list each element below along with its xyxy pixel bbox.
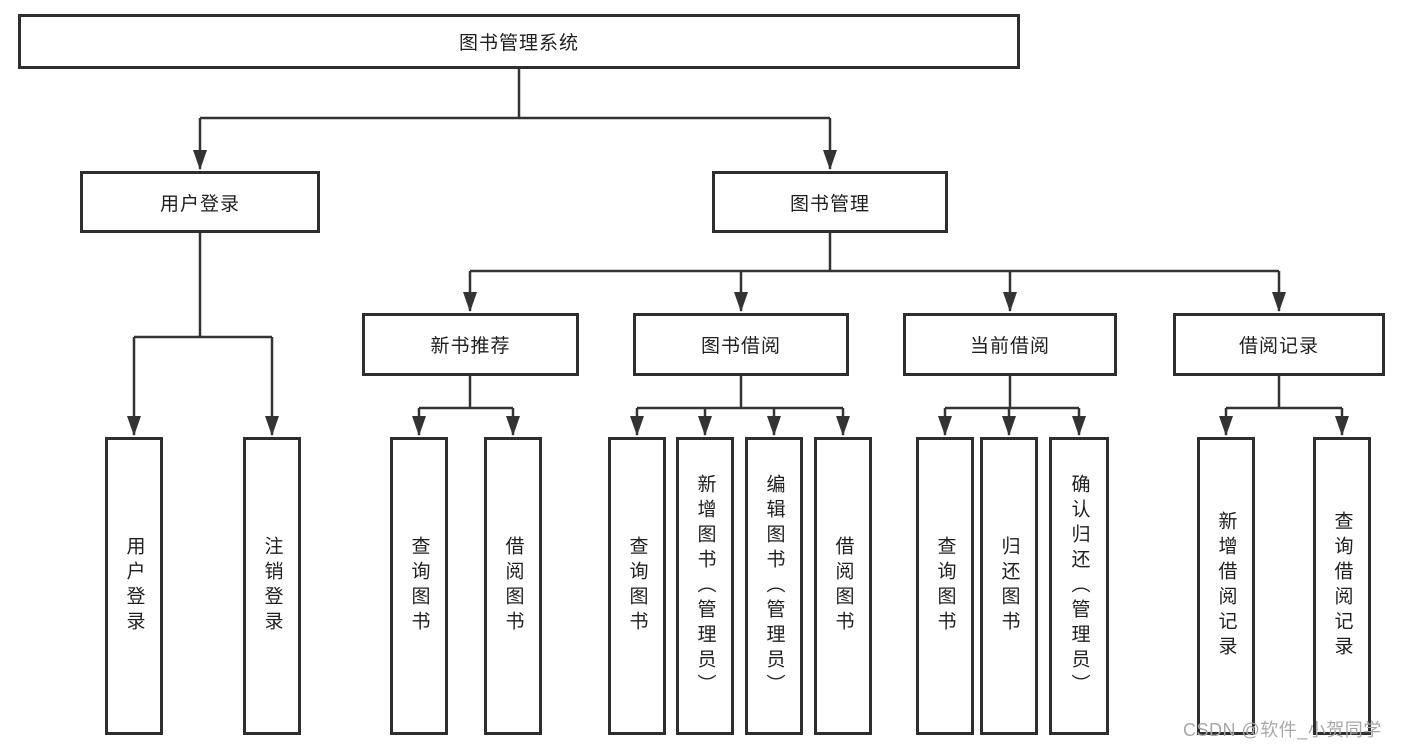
node-new-book-recommend: 新书推荐: [362, 313, 579, 376]
leaf-query-borrow-record: 查询借阅记录: [1313, 437, 1371, 735]
leaf-edit-books-admin: 编辑图书（管理员）: [745, 437, 803, 735]
leaf-logout: 注销登录: [243, 437, 301, 735]
leaf-add-borrow-record: 新增借阅记录: [1197, 437, 1255, 735]
leaf-borrow-books: 借阅图书: [814, 437, 872, 735]
node-root-system: 图书管理系统: [18, 14, 1020, 69]
node-borrow-records: 借阅记录: [1173, 313, 1385, 376]
csdn-watermark: CSDN @软件_小贺同学: [1183, 720, 1382, 740]
node-book-borrow: 图书借阅: [633, 313, 849, 376]
leaf-query-books-recommend: 查询图书: [390, 437, 448, 735]
leaf-add-books-admin: 新增图书（管理员）: [676, 437, 734, 735]
leaf-user-login: 用户登录: [105, 437, 163, 735]
leaf-query-books-borrow: 查询图书: [608, 437, 666, 735]
leaf-confirm-return-admin: 确认归还（管理员）: [1049, 437, 1109, 735]
leaf-return-books: 归还图书: [980, 437, 1038, 735]
leaf-query-books-current: 查询图书: [916, 437, 974, 735]
node-user-login: 用户登录: [80, 171, 320, 233]
leaf-borrow-books-recommend: 借阅图书: [484, 437, 542, 735]
node-book-management: 图书管理: [712, 171, 948, 233]
node-current-borrow: 当前借阅: [903, 313, 1117, 376]
